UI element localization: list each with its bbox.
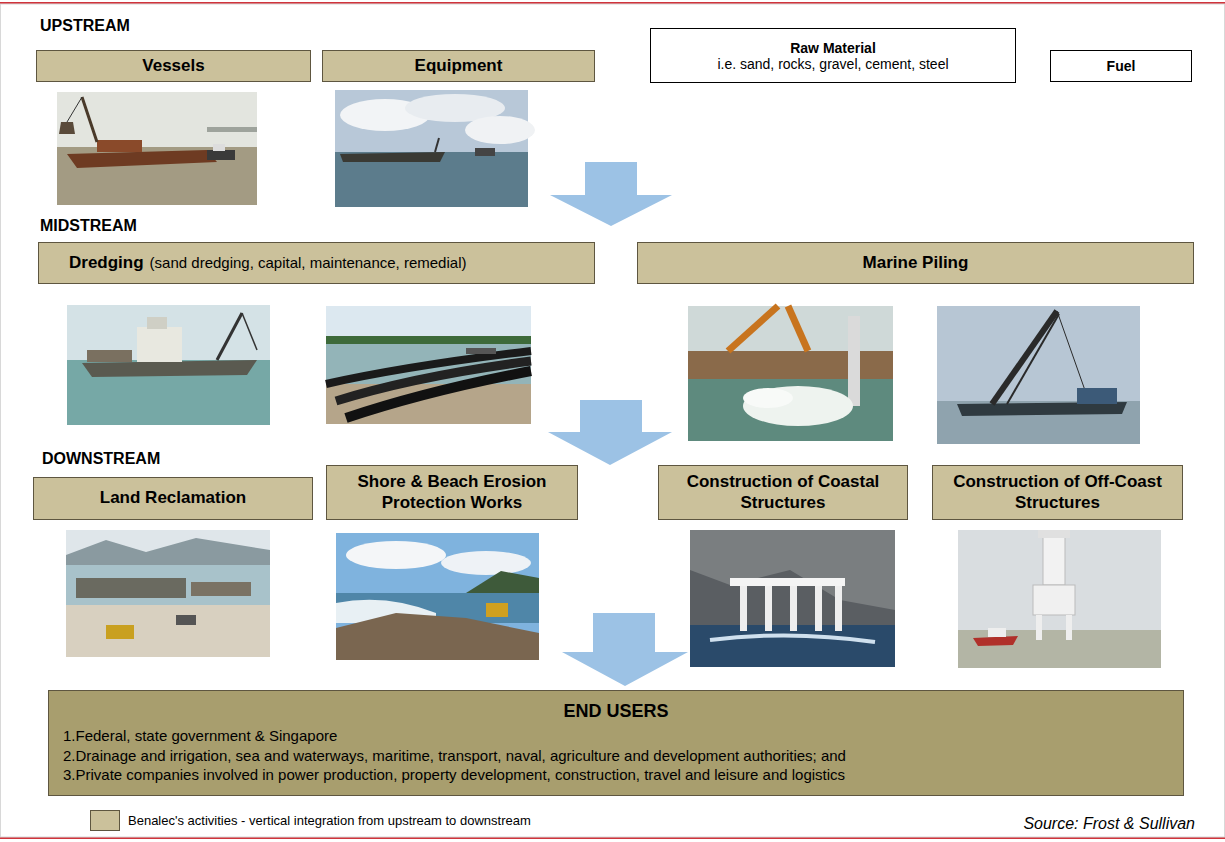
box-text: (sand dredging, capital, maintenance, re… [150, 254, 467, 271]
box-title: Shore & Beach Erosion Protection Works [333, 472, 571, 513]
activity-box: Marine Piling [637, 242, 1194, 284]
activity-box: Dredging (sand dredging, capital, mainten… [38, 242, 595, 284]
frame [1, 4, 1225, 837]
box-title: Vessels [142, 56, 204, 76]
legend-swatch [90, 810, 120, 831]
shore-photo [336, 533, 539, 660]
equipment-photo [335, 90, 535, 207]
activity-box: Equipment [322, 50, 595, 82]
box-title: Construction of Off-Coast Structures [939, 472, 1176, 513]
piling-photo [688, 306, 893, 441]
input-box: Raw Materiali.e. sand, rocks, gravel, ce… [650, 28, 1016, 83]
box-title: Raw Material [790, 40, 876, 56]
coastal-structure-photo [690, 530, 895, 667]
stage-heading: UPSTREAM [40, 17, 130, 35]
box-title: Dredging [69, 253, 144, 273]
activity-box: Land Reclamation [33, 477, 313, 520]
activity-box: Construction of Off-Coast Structures [932, 465, 1183, 520]
box-title: Land Reclamation [100, 488, 246, 508]
activity-box: Construction of Coastal Structures [658, 465, 908, 520]
stage-heading: DOWNSTREAM [42, 450, 160, 468]
box-title: Equipment [415, 56, 503, 76]
dredger-photo [67, 305, 270, 425]
box-text: 1.Federal, state government & Singapore [63, 726, 1169, 746]
reclamation-photo [66, 530, 270, 657]
legend-text: Benalec's activities - vertical integrat… [128, 813, 531, 828]
box-title: Construction of Coastal Structures [665, 472, 901, 513]
end-users-box: END USERS 1.Federal, state government & S… [48, 690, 1184, 796]
stage-heading: MIDSTREAM [40, 217, 137, 235]
crane-barge-photo [937, 306, 1140, 444]
box-title: Fuel [1107, 58, 1136, 74]
box-text: 2.Drainage and irrigation, sea and water… [63, 746, 1169, 766]
box-text: i.e. sand, rocks, gravel, cement, steel [717, 56, 948, 72]
box-text: 3.Private companies involved in power pr… [63, 765, 1169, 785]
input-box: Fuel [1050, 50, 1192, 82]
activity-box: Vessels [36, 50, 311, 82]
source-note: Source: Frost & Sullivan [1023, 815, 1195, 833]
activity-box: Shore & Beach Erosion Protection Works [326, 465, 578, 520]
lighthouse-photo [958, 530, 1161, 668]
vessel-photo [57, 92, 257, 205]
box-title: Marine Piling [863, 253, 969, 273]
flow-arrow [548, 400, 672, 465]
pipeline-photo [326, 306, 531, 424]
box-title: END USERS [63, 701, 1169, 722]
flow-arrow [562, 613, 688, 686]
flow-arrow [550, 162, 672, 226]
